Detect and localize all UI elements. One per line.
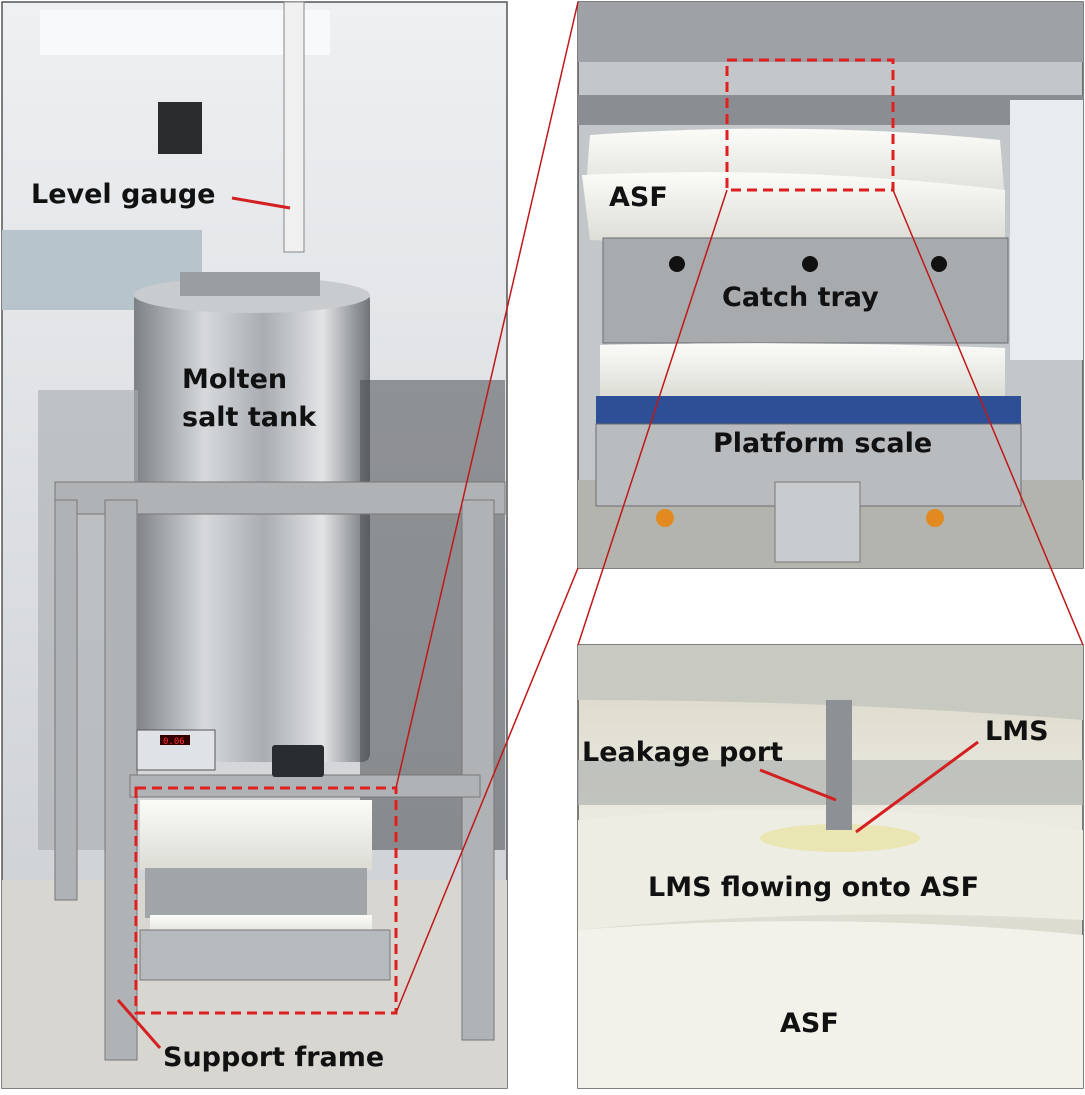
label-support-frame: Support frame [163,1042,384,1073]
level-gauge-tube [283,1,305,253]
label-asf-top: ASF [609,182,668,213]
label-molten-line2: salt tank [182,402,317,433]
leakage-port-nozzle [826,700,852,830]
label-catch-tray: Catch tray [722,282,879,313]
bottom-right-photo-panel [577,644,1084,1089]
top-right-photo-panel [577,1,1084,569]
catch-assembly-small [139,800,391,981]
label-lms: LMS [985,716,1049,747]
label-leakage-port: Leakage port [582,737,783,768]
scale-platform-top [596,396,1021,426]
molten-salt-tank [134,292,370,762]
left-zoom-dashed-box [134,786,398,1015]
zoom-connector-lines [395,1,1084,1014]
label-asf-bottom: ASF [780,1008,839,1039]
asf-layer-bottom [600,343,1005,398]
annotation-leaders [116,196,979,1049]
left-photo-panel: 0.06 [1,1,508,1089]
label-level-gauge: Level gauge [31,179,216,210]
lms-puddle [760,824,920,852]
asf-layer-top [582,172,1005,247]
top-zoom-dashed-box [725,58,895,192]
wall-fan [158,102,202,154]
label-lms-flowing: LMS flowing onto ASF [648,872,979,903]
label-molten-line1: Molten [182,364,287,395]
scale-display-value: 0.06 [163,737,185,747]
catch-tray [602,237,1009,344]
support-frame [54,481,506,1061]
label-platform-scale: Platform scale [713,428,932,459]
